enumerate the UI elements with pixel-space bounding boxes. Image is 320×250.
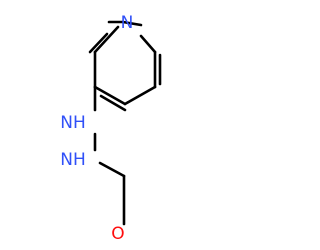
bond-c4-c5-inner bbox=[99, 94, 127, 112]
lower-nh-label: NH bbox=[60, 150, 86, 170]
bond-c5-c6 bbox=[123, 85, 157, 106]
bond-c7-n bbox=[139, 34, 157, 54]
molecule-structure: N NH NH O bbox=[60, 13, 162, 244]
bond-nh-carbon bbox=[98, 161, 126, 178]
pyridine-ring bbox=[88, 20, 162, 112]
bond-n-c2 bbox=[121, 20, 143, 27]
bond-c4-c5 bbox=[93, 85, 127, 106]
bond-c2-c3 bbox=[93, 25, 120, 54]
carbonyl-oxygen-label: O bbox=[111, 224, 124, 244]
bond-c2-c3-inner bbox=[88, 32, 109, 54]
ring-nitrogen-label: N bbox=[121, 13, 134, 33]
upper-nh-label: NH bbox=[60, 113, 86, 133]
structure-canvas: N NH NH O bbox=[60, 13, 162, 244]
